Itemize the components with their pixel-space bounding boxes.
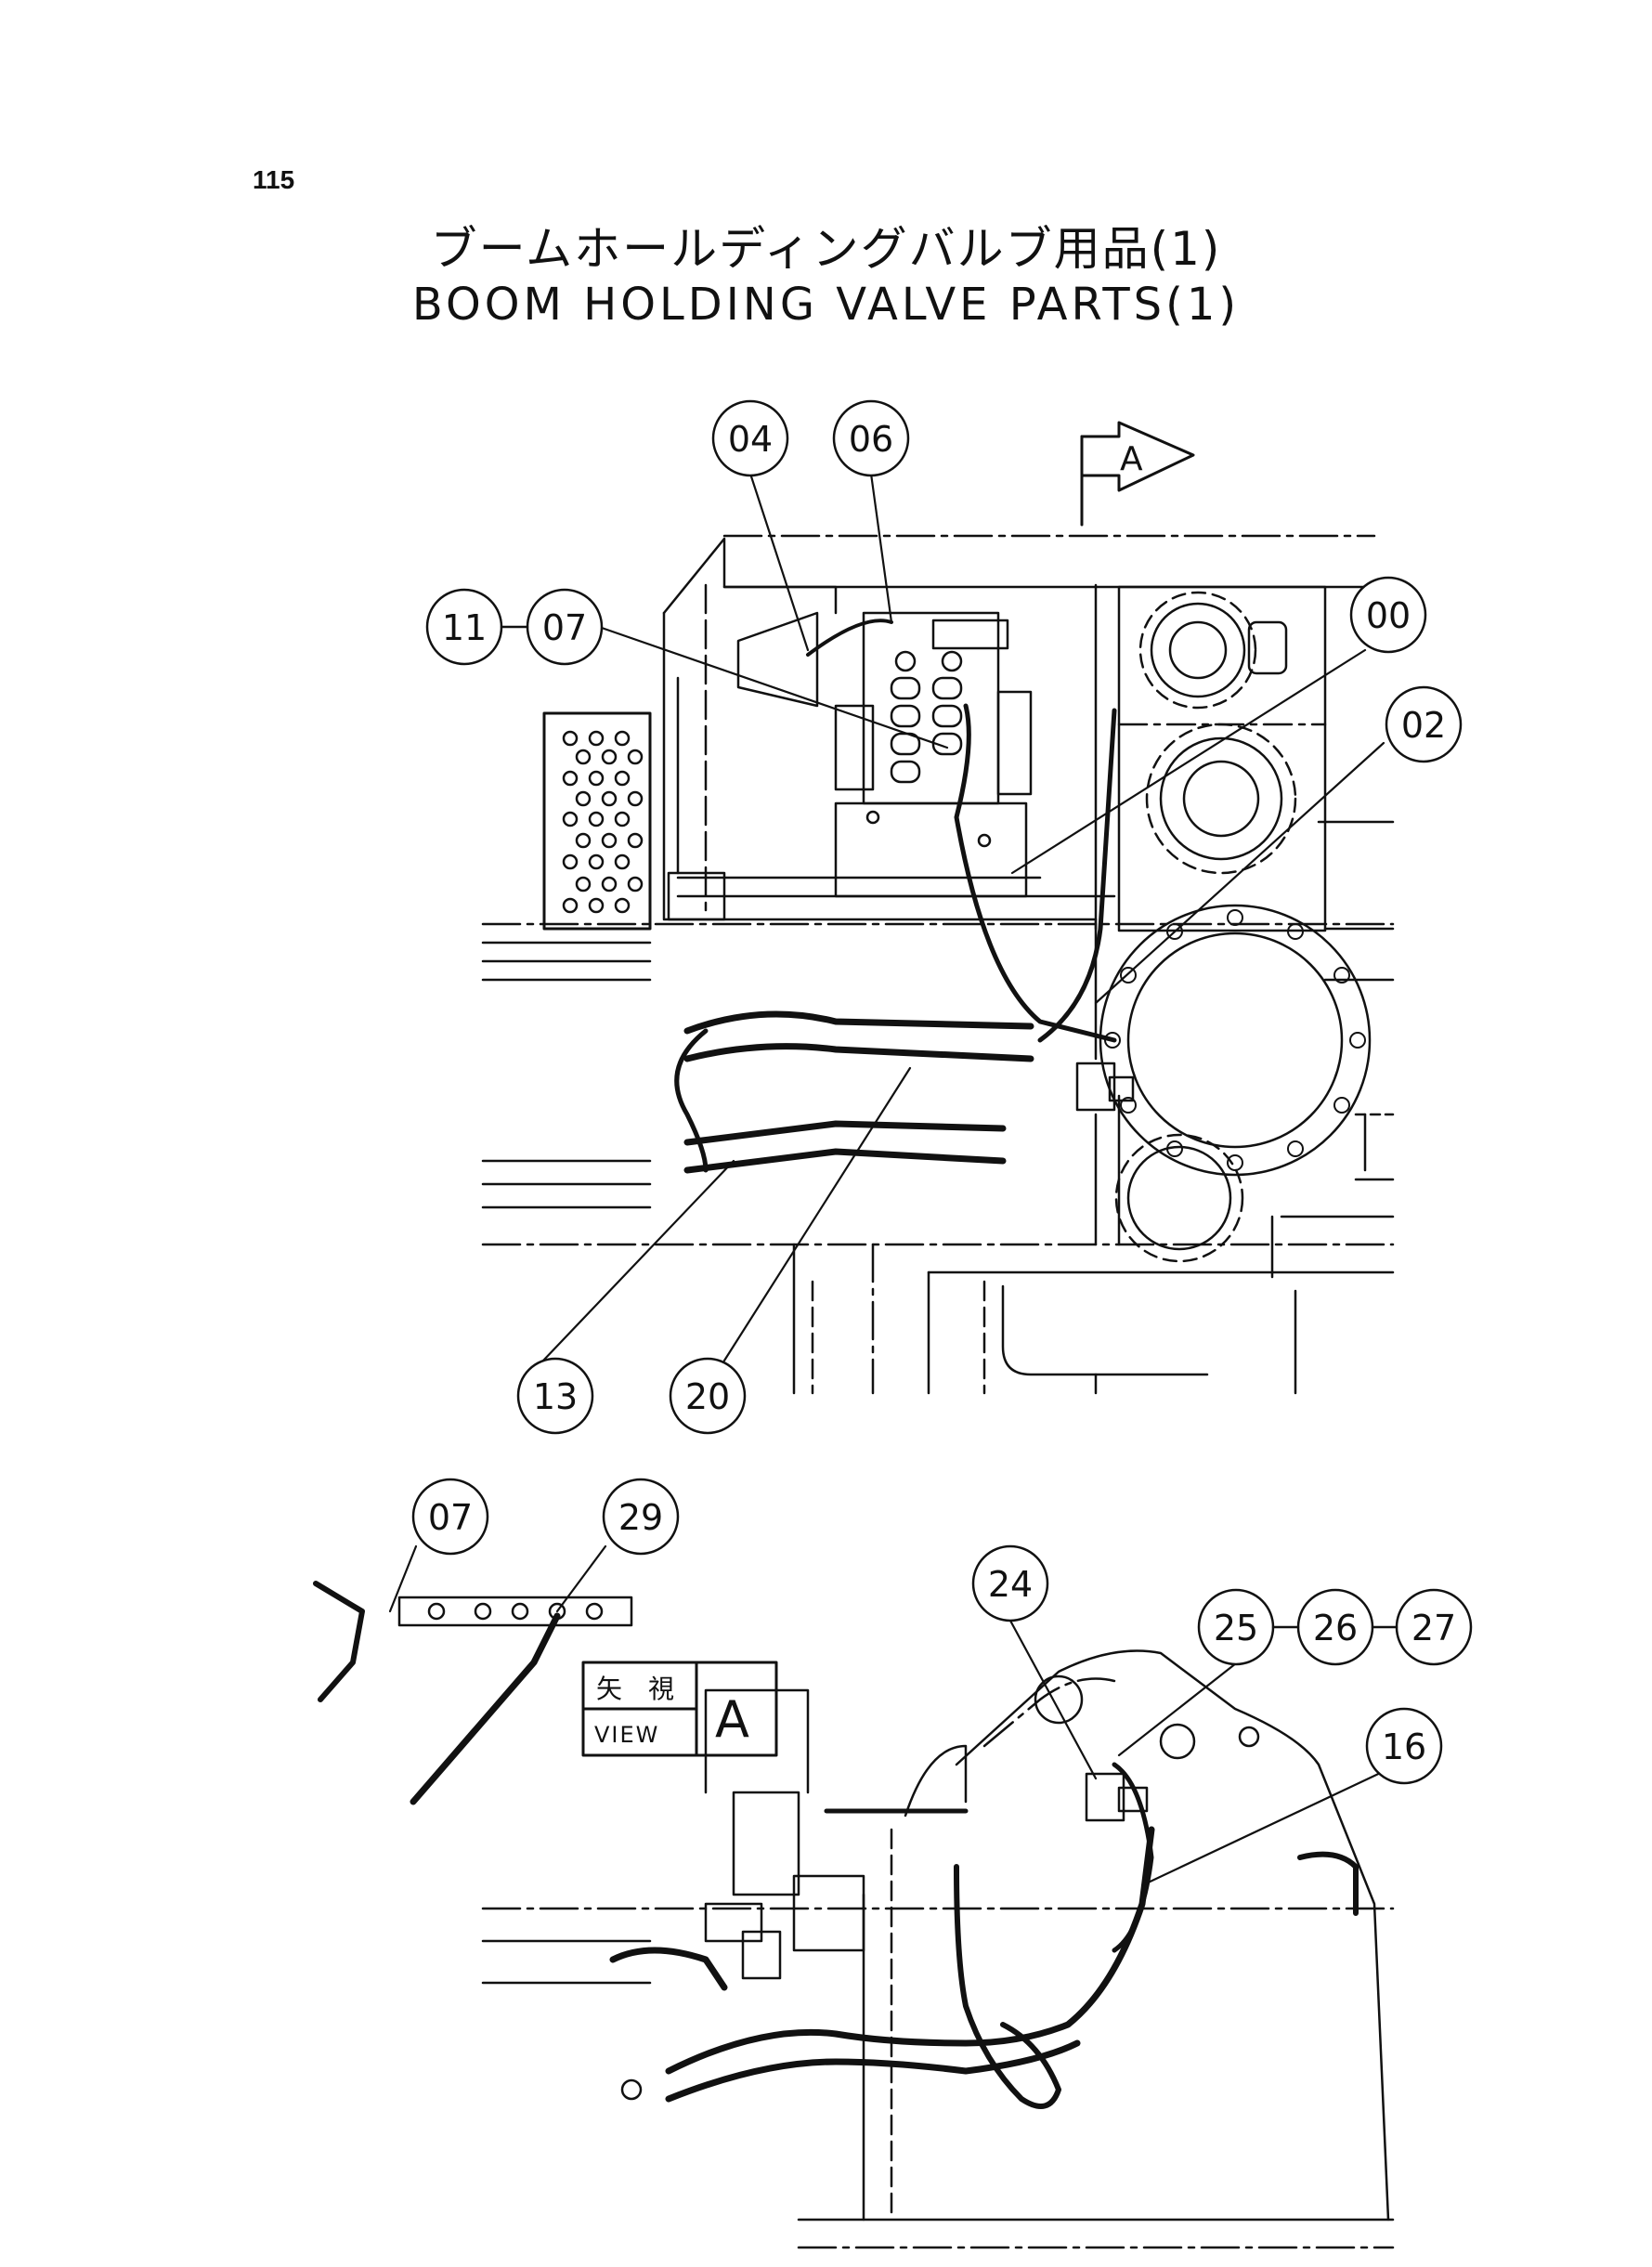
view-box-letter: A <box>715 1690 749 1749</box>
upper-frame-lines <box>481 534 1395 1395</box>
callout-label: 26 <box>1313 1608 1358 1648</box>
callout-label: 07 <box>542 607 587 648</box>
callout-label: 24 <box>988 1564 1033 1605</box>
control-valve-block <box>667 611 1033 921</box>
title-japanese: ブームホールディングバルブ用品(1) <box>430 222 1222 276</box>
callout-label: 27 <box>1411 1608 1456 1648</box>
callout-label: 00 <box>1366 595 1411 636</box>
callout-label: 11 <box>442 607 487 648</box>
callout-labels: 04 06 11 07 00 02 13 20 07 29 24 25 26 2… <box>428 419 1456 1767</box>
lower-frame-lines <box>481 1649 1395 2249</box>
swing-gear <box>1099 591 1372 1263</box>
page-number: 115 <box>253 165 295 194</box>
view-a-arrow-letter: A <box>1120 440 1143 478</box>
small-valve-upper <box>1075 918 1135 1112</box>
callout-circles <box>411 399 1473 1785</box>
lower-hoses <box>609 1762 1155 2109</box>
view-box <box>581 1661 778 1757</box>
view-a-inset <box>313 1581 633 1805</box>
callout-label: 07 <box>428 1497 473 1538</box>
callout-label: 02 <box>1401 705 1446 746</box>
callout-label: 06 <box>849 419 893 460</box>
callout-label: 13 <box>533 1376 578 1417</box>
upper-hoses <box>674 619 1117 1174</box>
callout-label: 29 <box>618 1497 663 1538</box>
title-english: BOOM HOLDING VALVE PARTS(1) <box>411 279 1241 331</box>
view-a-arrow <box>1080 421 1195 527</box>
callout-label: 20 <box>685 1376 730 1417</box>
callout-label: 04 <box>728 419 773 460</box>
lower-valves <box>620 1726 1260 2101</box>
callout-label: 16 <box>1382 1726 1426 1767</box>
view-box-japanese: 矢 視 <box>596 1674 674 1704</box>
callout-leaders <box>388 472 1390 1887</box>
callout-label: 25 <box>1214 1608 1258 1648</box>
view-box-english: VIEW <box>594 1722 659 1748</box>
left-grating-plate <box>542 711 652 931</box>
